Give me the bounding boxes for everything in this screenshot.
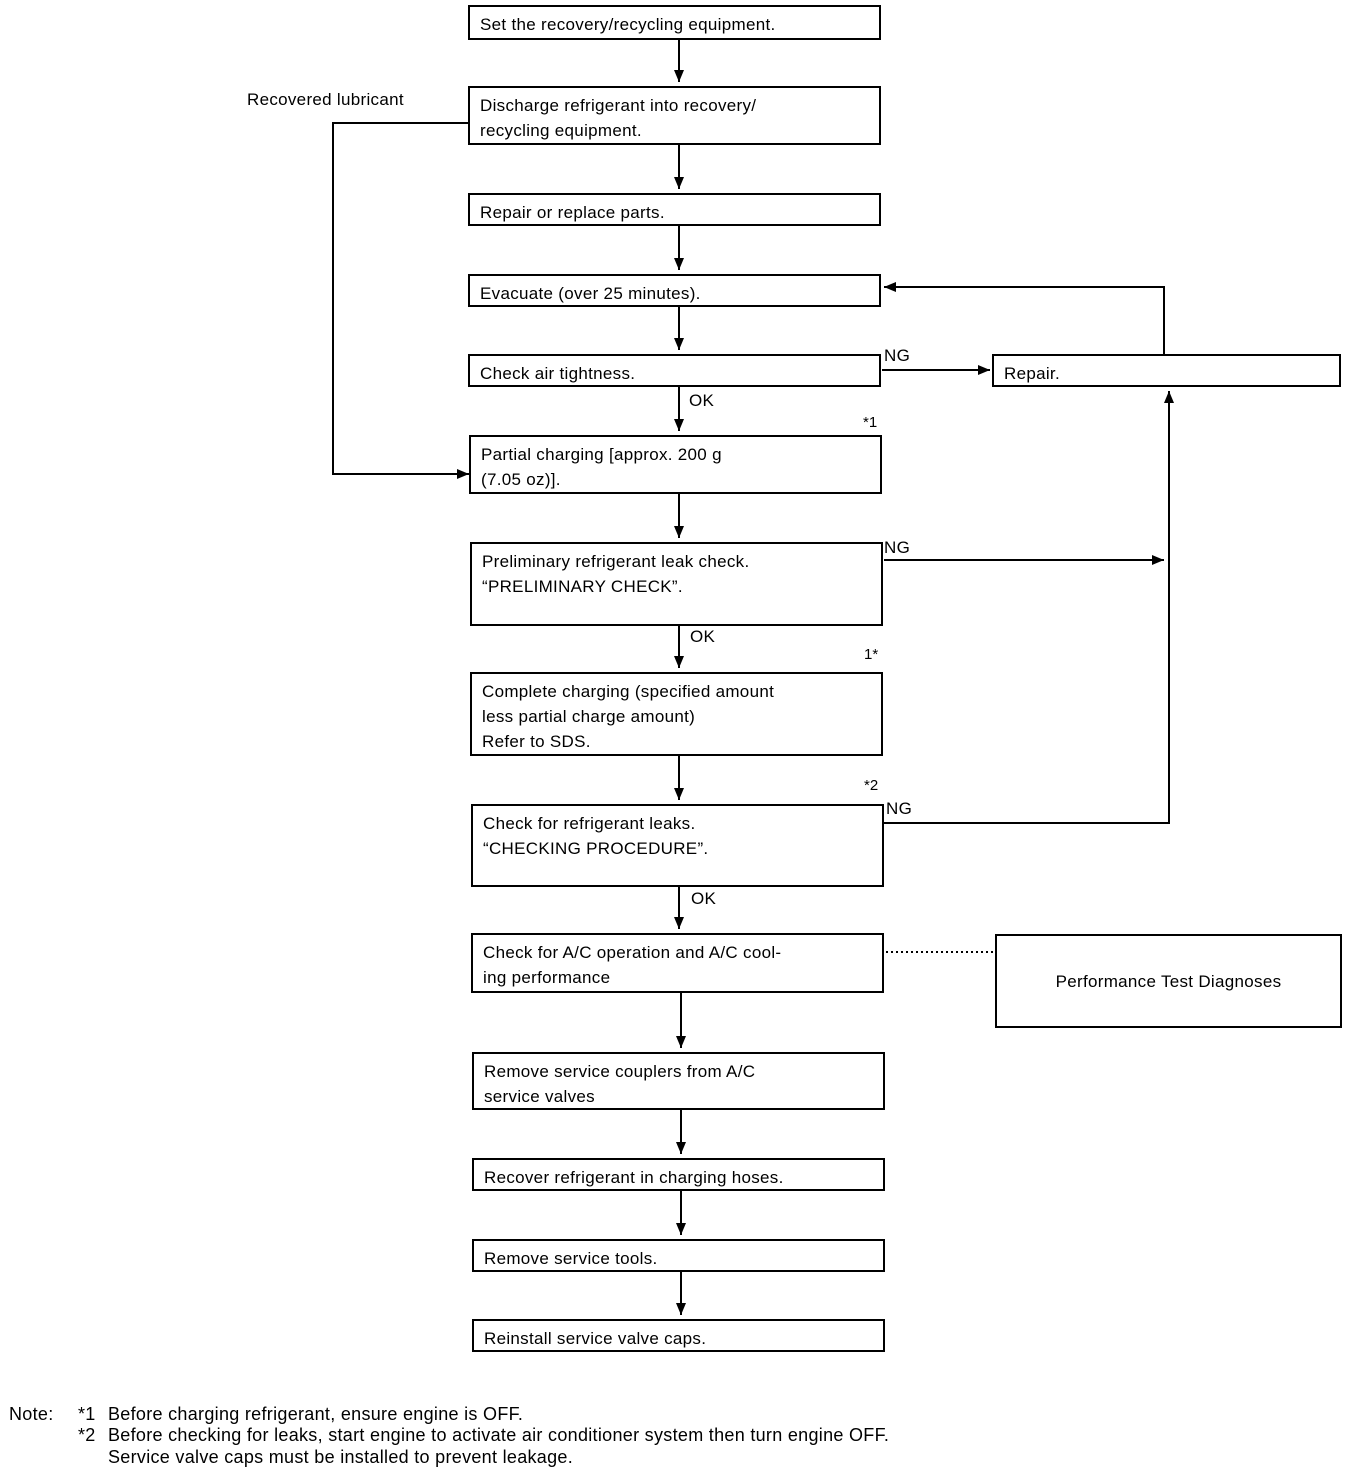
recovered-lubricant-label: Recovered lubricant xyxy=(247,90,404,109)
step-text: Set the recovery/recycling equipment. xyxy=(480,15,776,34)
step-text: recycling equipment. xyxy=(480,121,642,140)
ok-label-air-tightness: OK xyxy=(689,391,715,410)
step-text: Check for A/C operation and A/C cool- xyxy=(483,943,782,962)
step-preliminary-leak-check: Preliminary refrigerant leak check. “PRE… xyxy=(470,542,883,626)
step-text: Preliminary refrigerant leak check. xyxy=(482,552,750,571)
ng-label-air-tightness: NG xyxy=(884,346,911,365)
mark-star1: *1 xyxy=(863,414,878,431)
ng-label-preliminary: NG xyxy=(884,538,911,557)
ok-label-preliminary: OK xyxy=(690,627,716,646)
step-discharge-refrigerant: Discharge refrigerant into recovery/ rec… xyxy=(468,86,881,145)
arrow-s9-ng-repair xyxy=(884,391,1174,824)
step-complete-charging: Complete charging (specified amount less… xyxy=(470,672,883,756)
performance-test-box: Performance Test Diagnoses xyxy=(995,934,1342,1028)
step-text: ing performance xyxy=(483,968,611,987)
step-recover-refrigerant-hoses: Recover refrigerant in charging hoses. xyxy=(472,1158,885,1191)
ng-label-leak-check: NG xyxy=(886,799,913,818)
note-2-mark: *2 xyxy=(78,1425,96,1445)
step-text: service valves xyxy=(484,1087,595,1106)
mark-star2: *2 xyxy=(864,777,879,794)
step-text: “PRELIMINARY CHECK”. xyxy=(482,577,683,596)
step-text: Recover refrigerant in charging hoses. xyxy=(484,1168,784,1187)
step-text: (7.05 oz)]. xyxy=(481,470,561,489)
step-text: Remove service tools. xyxy=(484,1249,658,1268)
arrow-repair-evacuate xyxy=(884,282,1165,354)
step-reinstall-valve-caps: Reinstall service valve caps. xyxy=(472,1319,885,1352)
ok-label-leak-check: OK xyxy=(691,889,717,908)
step-evacuate: Evacuate (over 25 minutes). xyxy=(468,274,881,307)
step-set-equipment: Set the recovery/recycling equipment. xyxy=(468,5,881,40)
arrow-recovered-lubricant xyxy=(332,122,469,479)
repair-box: Repair. xyxy=(992,354,1341,387)
step-text: Remove service couplers from A/C xyxy=(484,1062,756,1081)
step-text: Complete charging (specified amount xyxy=(482,682,775,701)
step-text: Check air tightness. xyxy=(480,364,636,383)
note-1-mark: *1 xyxy=(78,1404,96,1424)
repair-text: Repair. xyxy=(1004,364,1060,383)
step-remove-service-couplers: Remove service couplers from A/C service… xyxy=(472,1052,885,1110)
note-1-text: Before charging refrigerant, ensure engi… xyxy=(108,1404,524,1424)
step-remove-service-tools: Remove service tools. xyxy=(472,1239,885,1272)
step-check-refrigerant-leaks: Check for refrigerant leaks. “CHECKING P… xyxy=(471,804,884,887)
step-text: Discharge refrigerant into recovery/ xyxy=(480,96,757,115)
step-partial-charging: Partial charging [approx. 200 g (7.05 oz… xyxy=(469,435,882,494)
note-prefix: Note: xyxy=(9,1404,54,1424)
step-text: Evacuate (over 25 minutes). xyxy=(480,284,701,303)
step-check-ac-operation: Check for A/C operation and A/C cool- in… xyxy=(471,933,884,993)
step-text: Repair or replace parts. xyxy=(480,203,665,222)
step-text: Reinstall service valve caps. xyxy=(484,1329,707,1348)
step-text: Refer to SDS. xyxy=(482,732,591,751)
mark-1star: 1* xyxy=(864,646,879,663)
step-text: “CHECKING PROCEDURE”. xyxy=(483,839,709,858)
note-2-text-cont: Service valve caps must be installed to … xyxy=(108,1447,574,1467)
step-repair-replace-parts: Repair or replace parts. xyxy=(468,193,881,226)
performance-test-text: Performance Test Diagnoses xyxy=(1055,971,1282,991)
step-check-air-tightness: Check air tightness. xyxy=(468,354,881,387)
note-2-text: Before checking for leaks, start engine … xyxy=(108,1425,890,1445)
step-text: less partial charge amount) xyxy=(482,707,696,726)
step-text: Check for refrigerant leaks. xyxy=(483,814,696,833)
step-text: Partial charging [approx. 200 g xyxy=(481,445,722,464)
